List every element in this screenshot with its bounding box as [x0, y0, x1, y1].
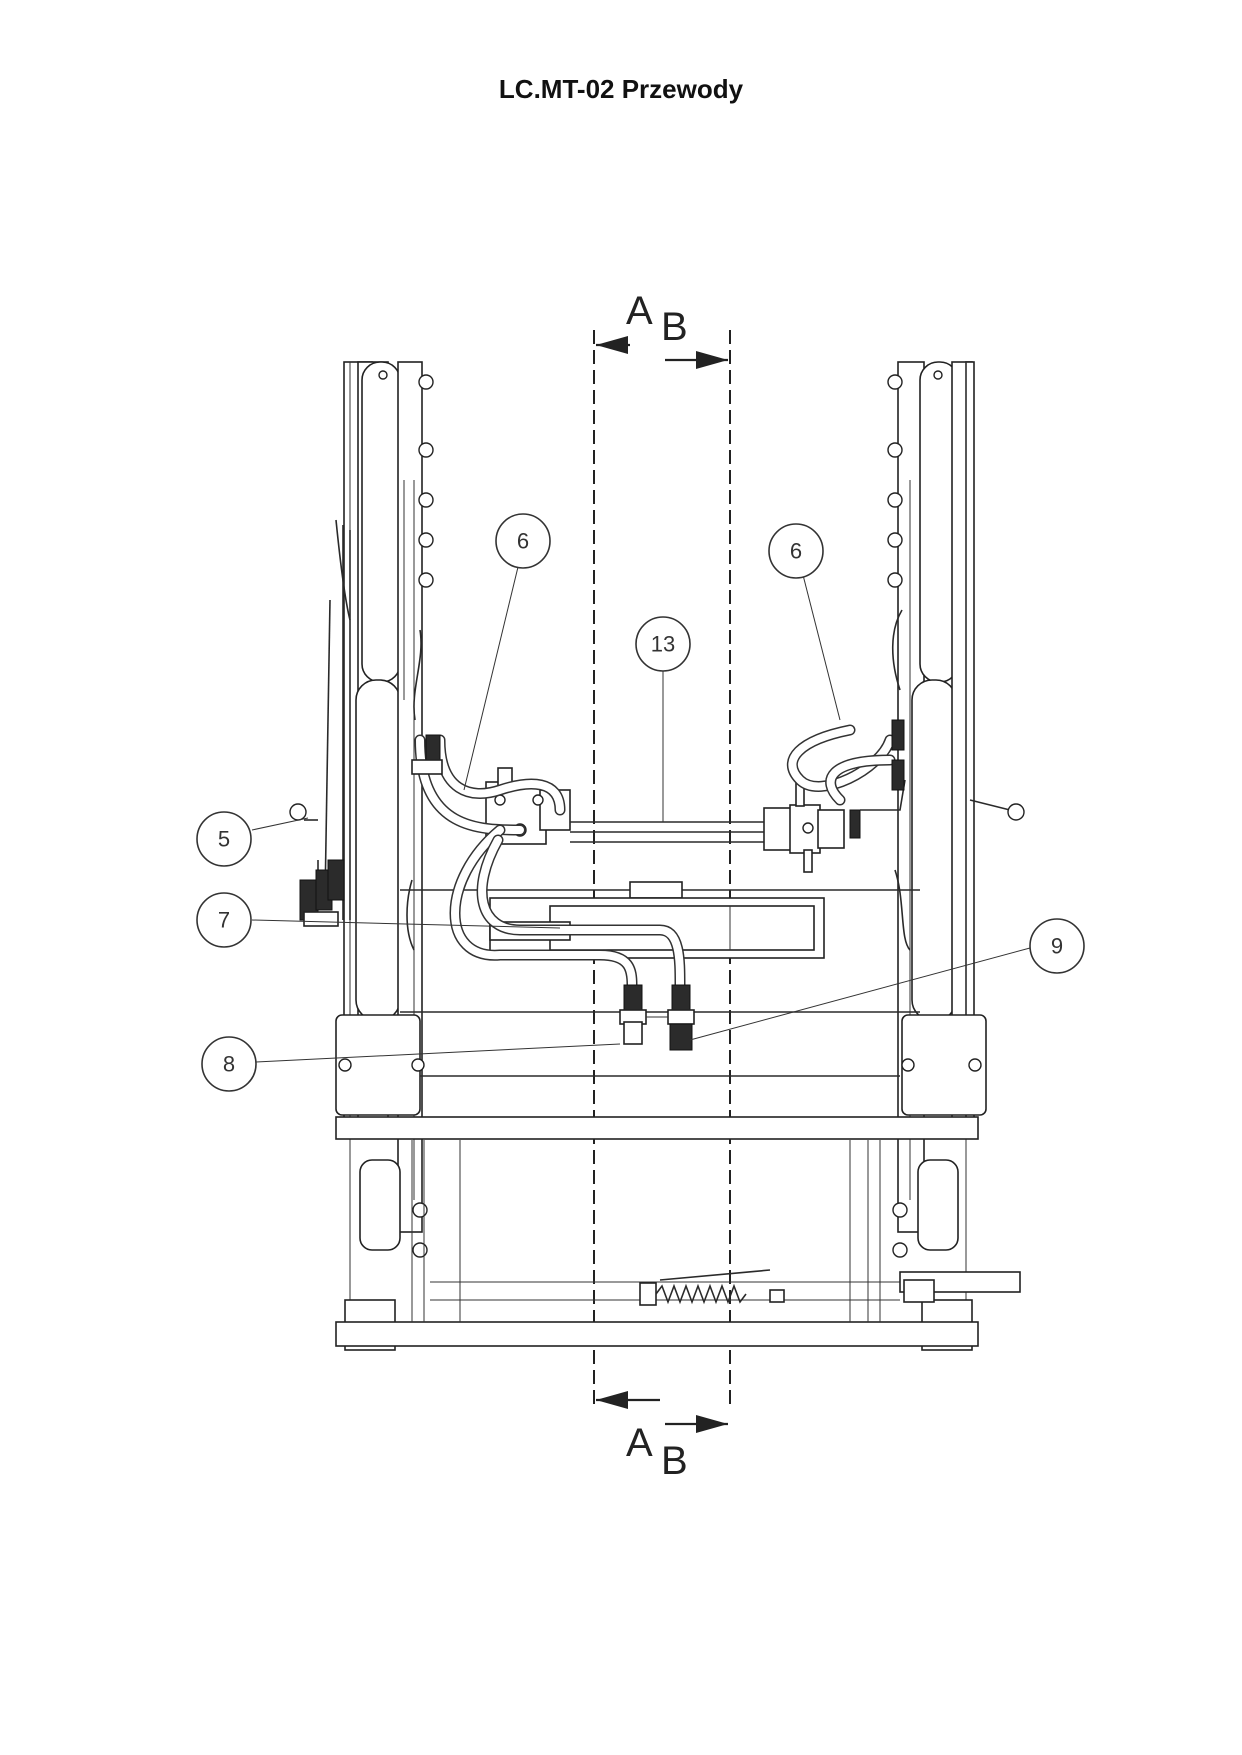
balloon-7-label: 7 [218, 908, 230, 933]
balloon-7: 7 [196, 892, 252, 948]
balloon-13-label: 13 [651, 632, 675, 657]
balloon-6-right: 6 [768, 523, 824, 579]
section-label-top: A B [626, 289, 688, 349]
section-letter-a-bottom: A [626, 1421, 653, 1465]
section-label-bottom: A B [626, 1421, 688, 1483]
balloon-6-left-label: 6 [517, 529, 529, 554]
right-valve-block [763, 777, 861, 873]
page-title: LC.MT-02 Przewody [498, 74, 744, 104]
balloon-6-right-label: 6 [790, 539, 802, 564]
quick-couplings [619, 984, 695, 1051]
section-letter-b-bottom: B [661, 1439, 688, 1483]
centre-cylinder [489, 881, 825, 959]
section-letter-b-top: B [661, 305, 688, 349]
hydraulic-hoses [317, 519, 911, 991]
balloon-8: 8 [201, 1036, 257, 1092]
balloon-8-label: 8 [223, 1052, 235, 1077]
balloon-13: 13 [635, 616, 691, 672]
section-letter-a-top: A [626, 289, 653, 333]
balloon-6-left: 6 [495, 513, 551, 569]
leader-lines [251, 566, 1031, 1063]
section-line-ab [593, 330, 731, 1433]
balloon-5-label: 5 [218, 827, 230, 852]
balloon-9-label: 9 [1051, 934, 1063, 959]
left-fittings [299, 719, 905, 927]
right-upright [887, 361, 1025, 1351]
left-lever [289, 803, 318, 821]
balloon-9: 9 [1029, 918, 1085, 974]
balloon-5: 5 [196, 811, 252, 867]
